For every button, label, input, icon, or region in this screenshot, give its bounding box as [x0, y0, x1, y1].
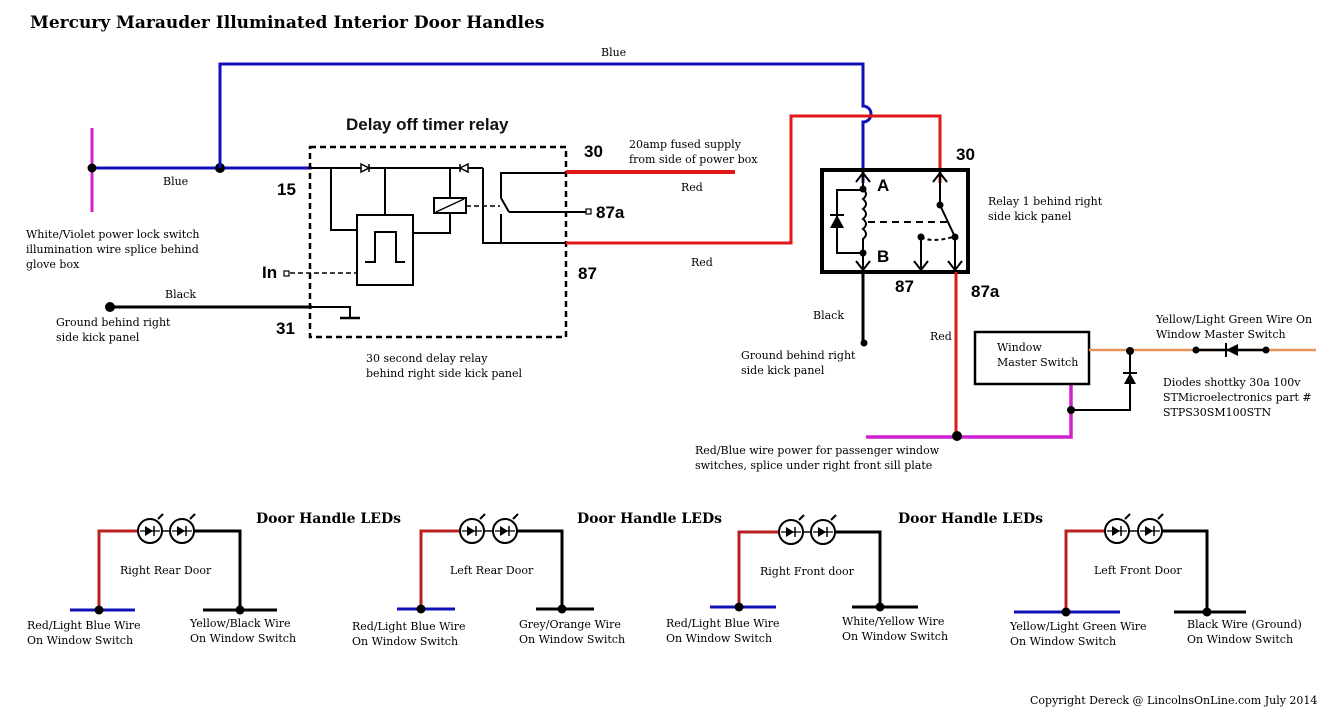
relay1-box [820, 168, 970, 274]
delay-relay-internal-circuit [310, 167, 588, 286]
door-name: Right Front door [760, 565, 855, 578]
note-delay-relay: 30 second delay relay behind right side … [366, 352, 523, 380]
splice-dot-violet [87, 163, 97, 173]
red-wire-led-feed [737, 530, 779, 607]
diagram-title: Mercury Marauder Illuminated Interior Do… [30, 13, 544, 33]
led-icon [778, 514, 805, 545]
black-wire-led-return [194, 529, 242, 610]
splice-dot-red-violet [952, 431, 962, 441]
relay1-pin-a: A [877, 176, 889, 195]
led-icon [1104, 513, 1131, 544]
note-ground-relay1: Ground behind right side kick panel [741, 349, 859, 377]
black-wire-led-return [835, 530, 882, 607]
led-heading-2: Door Handle LEDs [577, 511, 722, 527]
led-icon [492, 513, 519, 544]
door-right-wire-label: Black Wire (Ground)On Window Switch [1187, 618, 1302, 646]
door-name: Left Rear Door [450, 564, 534, 577]
diode-icon-2 [458, 162, 469, 174]
relay1-diode-icon [830, 215, 844, 228]
delay-pin-87: 87 [578, 264, 597, 283]
wire-label-blue-left: Blue [163, 175, 188, 188]
ground-dot-left [105, 302, 115, 312]
led-icon [1137, 513, 1164, 544]
note-relay1: Relay 1 behind right side kick panel [988, 195, 1106, 223]
note-ground-left: Ground behind right side kick panel [56, 316, 174, 344]
wire-label-black-left: Black [165, 288, 196, 301]
schottky-diode-icon-1 [1226, 344, 1238, 356]
wire-label-red-relay1: Red [930, 330, 952, 343]
relay1-pin-87a: 87a [971, 282, 1000, 301]
blue-wire-top [218, 62, 873, 183]
note-diodes: Diodes shottky 30a 100v STMicroelectroni… [1163, 376, 1315, 419]
relay1-pin-b: B [877, 247, 889, 266]
door-name: Left Front Door [1094, 564, 1182, 577]
led-heading-1: Door Handle LEDs [256, 511, 401, 527]
red-wire-led-feed [419, 529, 460, 609]
window-master-switch-box [973, 330, 1091, 386]
door-name: Right Rear Door [120, 564, 212, 577]
schottky-diode-icon-2 [1124, 373, 1136, 384]
delay-relay-title: Delay off timer relay [346, 115, 509, 134]
wire-label-black-relay1: Black [813, 309, 844, 322]
window-master-switch-label: Window Master Switch [997, 341, 1078, 369]
copyright: Copyright Dereck @ LincolnsOnLine.com Ju… [1030, 694, 1317, 707]
note-red-blue: Red/Blue wire power for passenger window… [695, 444, 943, 472]
note-supply: 20amp fused supply from side of power bo… [629, 138, 758, 166]
relay1-pin-30: 30 [956, 145, 975, 164]
led-icon [137, 513, 164, 544]
delay-pin-in: In [262, 263, 277, 282]
led-icon [169, 513, 196, 544]
relay1-pin-87: 87 [895, 277, 914, 296]
wire-label-red-87: Red [691, 256, 713, 269]
violet-wire-window-power [866, 384, 1073, 439]
red-wire-led-feed [1064, 529, 1105, 612]
led-icon [810, 514, 837, 545]
red-wire-led-feed [97, 529, 138, 610]
relay1-internal-circuit [836, 171, 963, 272]
delay-pin-30: 30 [584, 142, 603, 161]
pin-in-terminal [283, 270, 290, 277]
note-white-violet: White/Violet power lock switch illuminat… [26, 228, 203, 271]
delay-pin-87a: 87a [596, 203, 625, 222]
black-wire-led-return [517, 529, 564, 609]
diode-icon-1 [360, 162, 371, 174]
wire-label-red-30: Red [681, 181, 703, 194]
red-wire-87-to-relay1 [566, 114, 942, 245]
pin-87a-terminal [585, 208, 592, 215]
led-icon [459, 513, 486, 544]
delay-pin-15: 15 [277, 180, 296, 199]
led-heading-3: Door Handle LEDs [898, 511, 1043, 527]
delay-pin-31: 31 [276, 319, 295, 338]
note-yellow-green: Yellow/Light Green Wire On Window Master… [1155, 313, 1316, 341]
black-wire-led-return [1162, 529, 1209, 612]
wire-label-blue-top: Blue [601, 46, 626, 59]
